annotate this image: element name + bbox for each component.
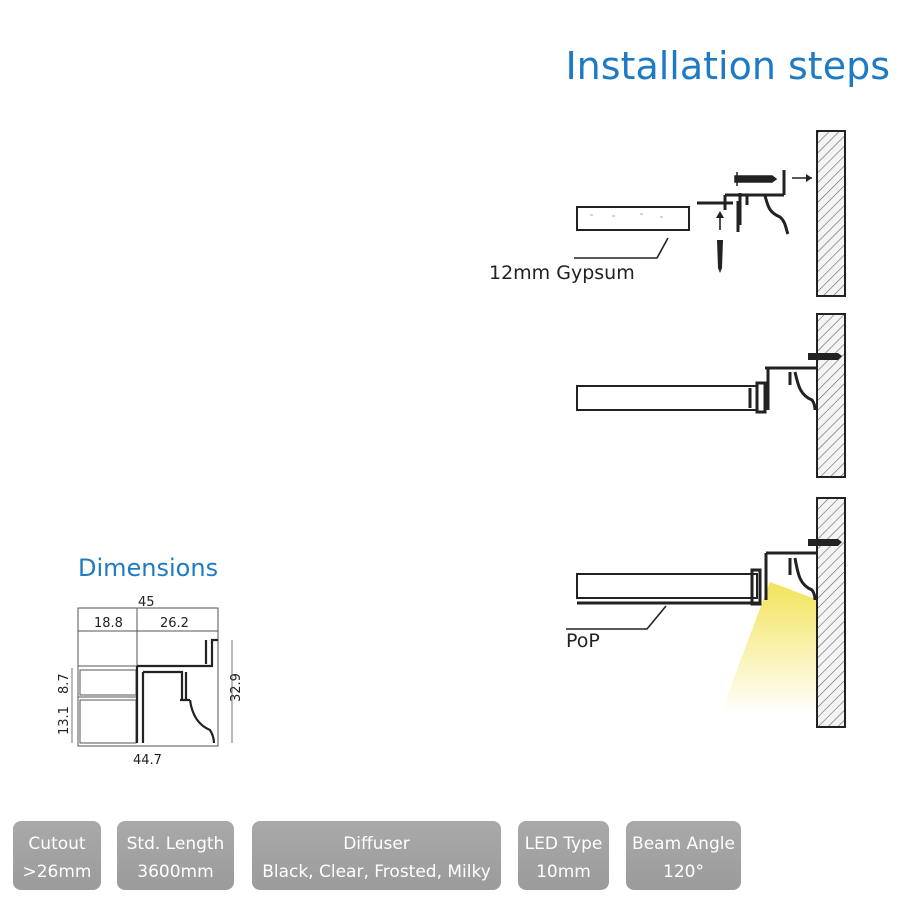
spec-cutout-name: Cutout (28, 834, 86, 854)
dim-left-width: 18.8 (94, 616, 123, 631)
spec-beam-angle-name: Beam Angle (632, 834, 735, 854)
dimensions-title: Dimensions (78, 554, 219, 582)
dim-total-height: 32.9 (229, 673, 244, 702)
spec-std-length: Std. Length 3600mm (117, 821, 234, 890)
spec-beam-angle-value: 120° (663, 862, 704, 882)
screw-1 (734, 172, 778, 186)
spec-cutout-value: >26mm (22, 862, 92, 882)
dim-bottom-width: 44.7 (133, 753, 162, 768)
spec-std-length-value: 3600mm (137, 862, 214, 882)
spec-led-type-value: 10mm (536, 862, 591, 882)
dim-right-width: 26.2 (160, 616, 189, 631)
screw-2 (717, 240, 723, 273)
spec-cutout: Cutout >26mm (13, 821, 101, 890)
step-2-diagram (576, 313, 846, 478)
spec-std-length-name: Std. Length (126, 834, 225, 854)
gypsum-board-2 (576, 385, 758, 411)
dim-profile (135, 638, 218, 744)
gypsum-board-3 (576, 573, 758, 599)
spec-diffuser-value: Black, Clear, Frosted, Milky (262, 862, 491, 882)
gypsum-leader (574, 237, 669, 259)
screw-4 (808, 539, 842, 546)
dim-upper-height: 8.7 (57, 673, 72, 694)
dim-lower-height: 13.1 (57, 706, 72, 735)
profile-1 (697, 170, 790, 235)
pop-label: PoP (566, 630, 600, 652)
gypsum-label: 12mm Gypsum (489, 262, 635, 284)
spec-led-type: LED Type 10mm (518, 821, 609, 890)
spec-led-type-name: LED Type (524, 834, 603, 854)
gypsum-board-1 (576, 206, 690, 231)
spec-beam-angle: Beam Angle 120° (626, 821, 741, 890)
wall-1 (816, 130, 846, 297)
wall-3 (816, 497, 846, 728)
step-1-diagram: 12mm Gypsum (489, 130, 846, 297)
screw-3 (808, 353, 842, 360)
profile-2 (748, 354, 819, 414)
dim-box-outer (77, 607, 219, 747)
dim-overall-width: 45 (138, 595, 155, 610)
wall-2 (816, 313, 846, 478)
dimension-drawing: 45 18.8 26.2 44.7 8.7 13.1 32.9 (57, 595, 244, 768)
spec-diffuser-name: Diffuser (343, 834, 410, 854)
step-3-diagram: PoP (566, 497, 846, 728)
light-beam (720, 582, 818, 715)
page-title: Installation steps (565, 44, 890, 88)
pop-leader (566, 605, 667, 630)
spec-diffuser: Diffuser Black, Clear, Frosted, Milky (252, 821, 501, 890)
